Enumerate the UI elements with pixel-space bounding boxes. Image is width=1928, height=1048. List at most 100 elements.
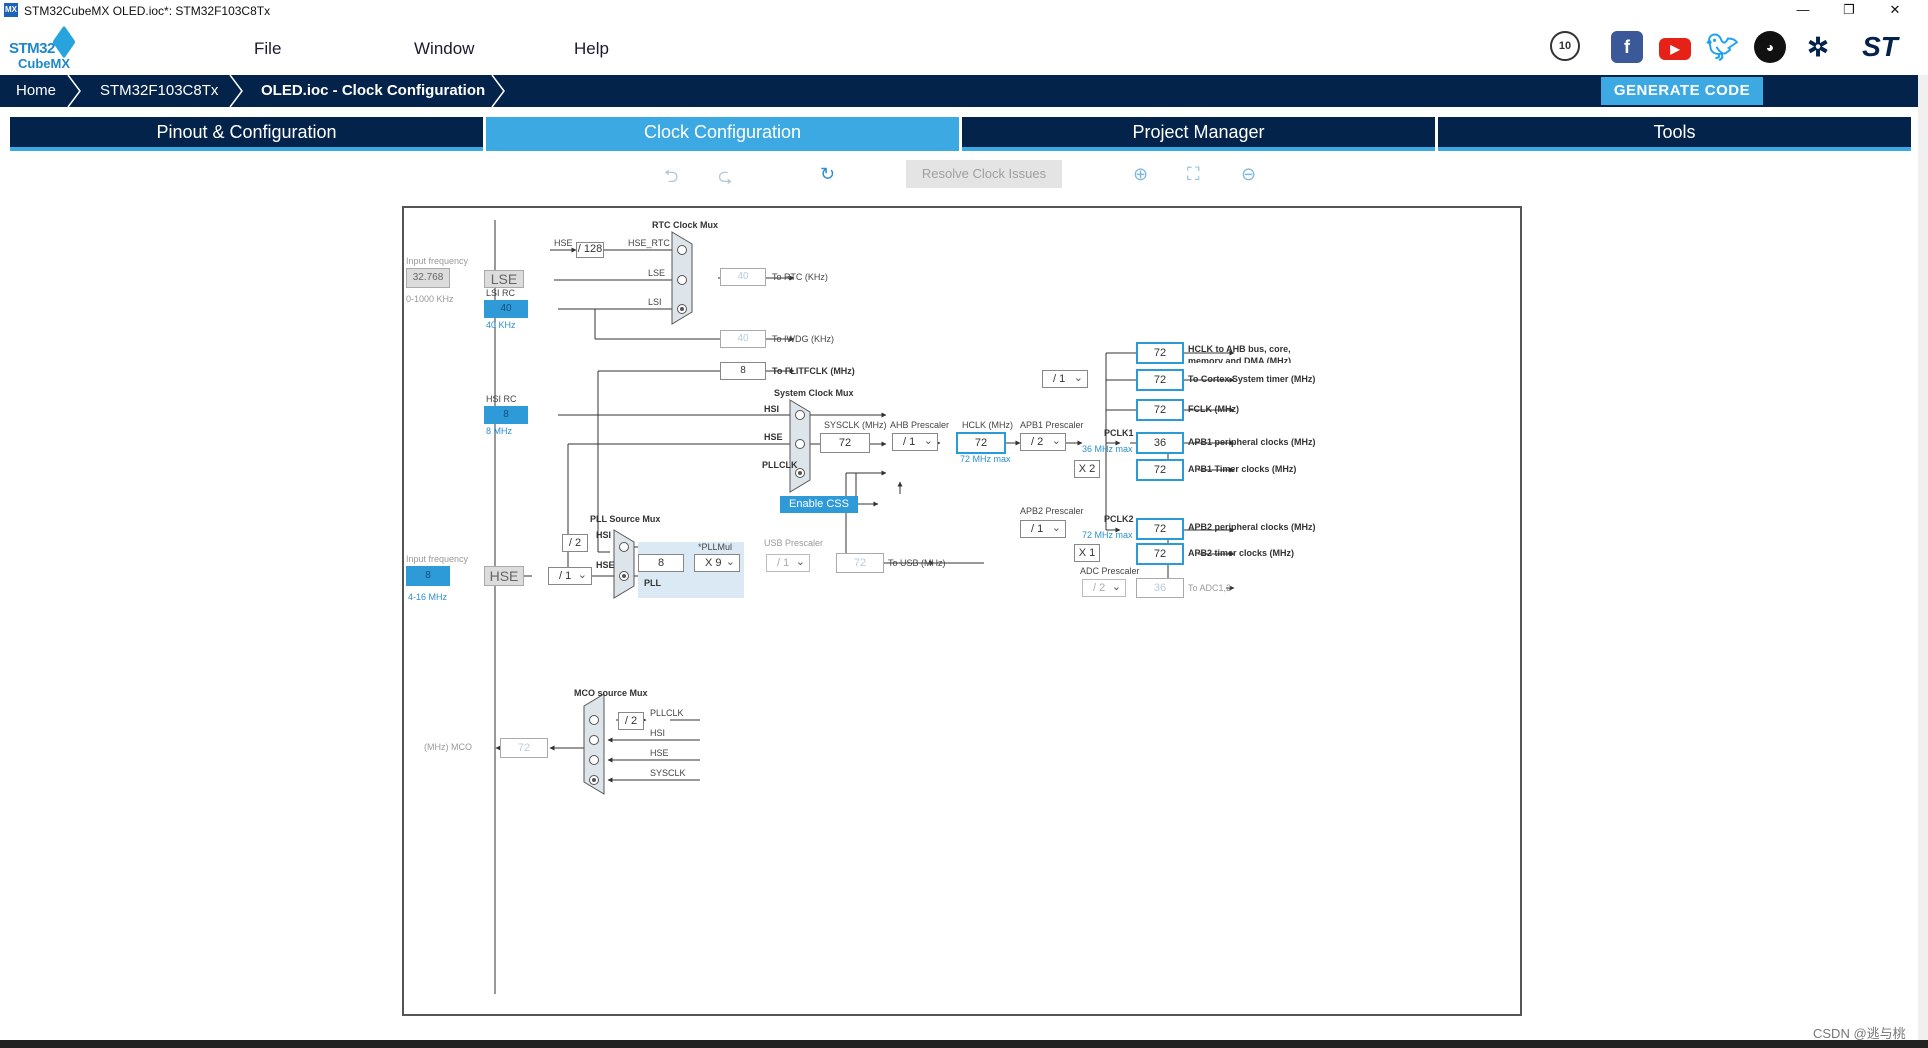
undo-icon[interactable]: ⮌ [664,166,679,186]
system-clock-mux-label: System Clock Mux [774,388,854,398]
pclk2-max-label: 72 MHz max [1082,530,1133,540]
sysclk-label: SYSCLK (MHz) [824,420,887,430]
mco-pllclk-label: PLLCLK [650,708,684,718]
cortex-divider-select[interactable]: / 1⌄ [1042,370,1088,388]
apb1-timer-multiplier: X 2 [1074,460,1100,478]
chevron-down-icon: ⌄ [1073,372,1083,384]
pll-label: PLL [644,578,661,588]
breadcrumb-home[interactable]: Home [16,82,57,99]
hse-box[interactable]: HSE [484,566,524,586]
apb2-timer-multiplier: X 1 [1074,544,1100,562]
apb1-peripheral-output-box: 36 [1136,432,1184,454]
usb-prescaler-label: USB Prescaler [764,538,824,548]
reset-icon[interactable]: ↻ [820,164,836,184]
breadcrumb-device[interactable]: STM32F103C8Tx [100,82,219,99]
chevron-down-icon: ⌄ [1051,435,1061,447]
to-usb-label: To USB (MHz) [888,558,946,568]
fclk-output-box: 72 [1136,399,1184,421]
ahb-bus-label: HCLK to AHB bus, core, [1188,344,1291,354]
network-icon[interactable]: ✲ [1802,31,1834,63]
tab-pinout[interactable]: Pinout & Configuration [10,117,483,151]
pclk1-label: PCLK1 [1104,428,1134,438]
pclk1-max-label: 36 MHz max [1082,444,1133,454]
hse-frequency-input[interactable]: 8 [406,566,450,586]
breadcrumb-chevron-icon [67,75,81,107]
tab-project-manager[interactable]: Project Manager [962,117,1435,151]
usb-output-box: 72 [836,553,884,573]
hsi-mhz-label: 8 MHz [486,426,513,436]
hse-prediv-select[interactable]: / 1⌄ [548,567,592,585]
mco-div2-box: / 2 [618,712,644,730]
apb1-peripheral-label: APB1 peripheral clocks (MHz) [1188,437,1316,447]
apb2-timer-output-box: 72 [1136,543,1184,565]
hsi-rc-label: HSI RC [486,394,517,404]
menu-help[interactable]: Help [574,39,609,58]
chevron-down-icon: ⌄ [1111,581,1121,593]
cortex-timer-label: To Cortex System timer (MHz) [1188,374,1316,384]
pllsrc-hse-label: HSE [596,560,615,570]
chevron-down-icon: ⌄ [795,556,805,568]
tab-clock-configuration[interactable]: Clock Configuration [486,117,959,151]
fit-screen-icon[interactable]: ⛶ [1187,164,1200,184]
breadcrumb-chevron-icon [491,75,505,107]
to-flitfclk-label: To FLITFCLK (MHz) [772,366,855,376]
mco-output-box: 72 [500,738,548,758]
logo-stm32: STM32 [9,40,55,57]
fclk-label: FCLK (MHz) [1188,404,1239,414]
scrollbar[interactable] [1918,75,1928,1040]
apb2-timer-label: APB2 timer clocks (MHz) [1188,548,1295,558]
zoom-out-icon[interactable]: ⊖ [1241,164,1257,184]
watermark: CSDN @逃与桃 [1813,1026,1906,1041]
redo-icon[interactable]: ⮎ [718,166,733,186]
lse-box[interactable]: LSE [484,270,524,288]
apb2-prescaler-select[interactable]: / 1⌄ [1020,520,1066,538]
hsi-rc-box: 8 [484,406,528,424]
hse-range-label: 4-16 MHz [408,592,448,602]
menu-window[interactable]: Window [414,39,475,58]
anniversary-badge-icon[interactable]: 10 [1550,31,1580,61]
pllsrc-hsi-label: HSI [596,530,612,540]
mco-sysclk-label: SYSCLK [650,768,686,778]
usb-prescaler-select[interactable]: / 1⌄ [766,554,810,572]
twitter-icon[interactable]: 🐦︎ [1706,31,1740,63]
enable-css-button[interactable]: Enable CSS [780,496,858,513]
to-adc-label: To ADC1,2 [1188,583,1232,593]
restore-button[interactable]: ❐ [1843,2,1855,17]
resolve-clock-issues-button[interactable]: Resolve Clock Issues [906,160,1062,188]
close-button[interactable]: ✕ [1889,2,1901,17]
logo-cubemx: CubeMX [18,56,70,71]
breadcrumb: Home STM32F103C8Tx OLED.ioc - Clock Conf… [0,75,1918,107]
adc-prescaler-label: ADC Prescaler [1080,566,1140,576]
tab-tools[interactable]: Tools [1438,117,1911,151]
hclk-label: HCLK (MHz) [962,420,1013,430]
flitfclk-output-box: 8 [720,362,766,380]
adc-output-box: 36 [1136,578,1184,598]
app-icon: MX [4,3,18,17]
adc-prescaler-select[interactable]: / 2⌄ [1082,579,1126,597]
lsi-rc-box: 40 [484,300,528,318]
mco-source-mux-label: MCO source Mux [574,688,648,698]
pllmul-select[interactable]: X 9⌄ [694,554,740,572]
generate-code-button[interactable]: GENERATE CODE [1601,77,1763,105]
minimize-button[interactable]: — [1796,2,1810,17]
youtube-icon[interactable]: ▶ [1659,31,1691,63]
sysmux-pllclk-label: PLLCLK [762,460,798,470]
pll-input-box: 8 [638,554,684,572]
iwdg-output-box: 40 [720,330,766,348]
facebook-icon[interactable]: f [1611,31,1643,63]
hclk-input[interactable]: 72 [956,432,1006,454]
st-logo-icon[interactable]: ST [1852,31,1908,63]
github-icon[interactable]: ◕ [1754,31,1786,63]
apb1-prescaler-select[interactable]: / 2⌄ [1020,433,1066,451]
lse-frequency-input[interactable]: 32.768 [406,268,450,288]
ahb-prescaler-select[interactable]: / 1⌄ [892,433,938,451]
sysclk-box: 72 [820,433,870,453]
menu-file[interactable]: File [254,39,282,58]
zoom-in-icon[interactable]: ⊕ [1133,164,1149,184]
mco-hsi-label: HSI [650,728,666,738]
pll-source-mux-label: PLL Source Mux [590,514,661,524]
clock-tree-diagram: RTC Clock Mux HSE / 128 HSE_RTC LSE LSI … [402,206,1522,1016]
rtc-output-box: 40 [720,268,766,286]
ahb-bus-label-line2: memory and DMA (MHz) [1188,356,1292,363]
lsi-label: LSI [648,297,662,307]
